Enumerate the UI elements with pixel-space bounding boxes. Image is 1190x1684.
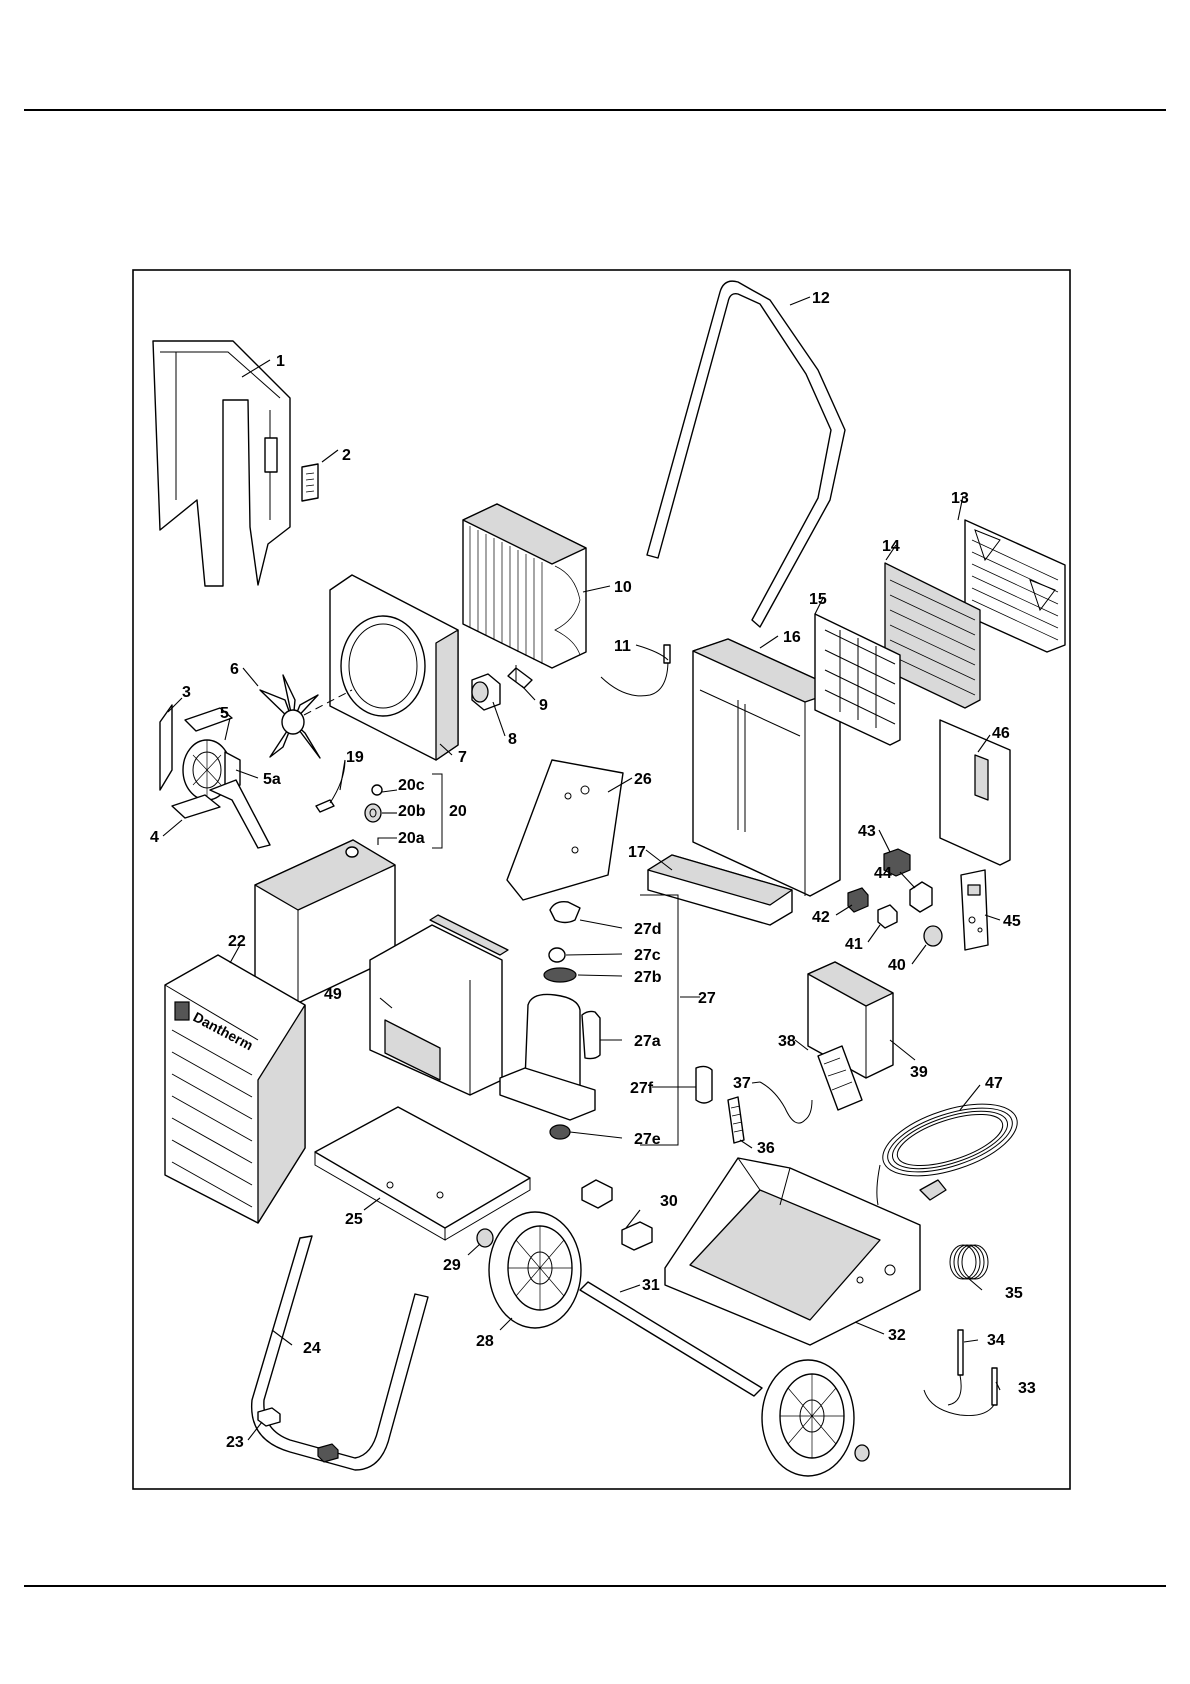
label-40: 40 bbox=[888, 957, 906, 974]
label-27c: 27c bbox=[634, 947, 661, 964]
part-47-power-cable bbox=[874, 1090, 1026, 1205]
part-2-rating-plate bbox=[302, 464, 318, 501]
part-34-sensor bbox=[948, 1330, 963, 1405]
label-16: 16 bbox=[783, 629, 801, 646]
part-45-control-panel bbox=[961, 870, 988, 950]
part-24-lower-handle bbox=[252, 1236, 428, 1470]
part-12-handle bbox=[647, 281, 845, 627]
label-22: 22 bbox=[228, 933, 246, 950]
label-45: 45 bbox=[1003, 913, 1021, 930]
label-25: 25 bbox=[345, 1211, 363, 1228]
label-27e: 27e bbox=[634, 1131, 661, 1148]
label-4: 4 bbox=[150, 829, 159, 846]
part-9-bracket bbox=[508, 665, 532, 688]
label-3: 3 bbox=[182, 684, 191, 701]
label-30: 30 bbox=[660, 1193, 678, 1210]
part-10-evaporator-coil bbox=[463, 504, 586, 668]
part-11-sensor-cable bbox=[601, 645, 670, 696]
part-28-wheel-right bbox=[762, 1360, 869, 1476]
label-41: 41 bbox=[845, 936, 863, 953]
part-28-wheel bbox=[489, 1212, 581, 1328]
label-13: 13 bbox=[951, 490, 969, 507]
label-47: 47 bbox=[985, 1075, 1003, 1092]
label-38: 38 bbox=[778, 1033, 796, 1050]
label-15: 15 bbox=[809, 591, 827, 608]
label-24: 24 bbox=[303, 1340, 321, 1357]
label-46: 46 bbox=[992, 725, 1010, 742]
label-44: 44 bbox=[874, 865, 892, 882]
part-22-front-cover: Dantherm bbox=[165, 955, 305, 1223]
label-27f: 27f bbox=[630, 1080, 654, 1097]
label-31: 31 bbox=[642, 1277, 660, 1294]
label-19: 19 bbox=[346, 749, 364, 766]
part-41-terminal bbox=[878, 905, 897, 928]
label-20c: 20c bbox=[398, 777, 425, 794]
part-37-cable bbox=[760, 1082, 812, 1123]
label-27a: 27a bbox=[634, 1033, 661, 1050]
label-11: 11 bbox=[614, 638, 631, 655]
label-33: 33 bbox=[1018, 1380, 1036, 1397]
label-37: 37 bbox=[733, 1075, 751, 1092]
label-7: 7 bbox=[458, 749, 467, 766]
label-12: 12 bbox=[812, 290, 830, 307]
label-35: 35 bbox=[1005, 1285, 1023, 1302]
label-10: 10 bbox=[614, 579, 632, 596]
part-8-bushing bbox=[472, 674, 500, 710]
part-35-spring bbox=[950, 1245, 988, 1279]
label-27b: 27b bbox=[634, 969, 662, 986]
label-27: 27 bbox=[698, 990, 716, 1007]
label-42: 42 bbox=[812, 909, 830, 926]
label-23: 23 bbox=[226, 1434, 244, 1451]
part-7-fan-shroud bbox=[330, 575, 458, 760]
label-28: 28 bbox=[476, 1333, 494, 1350]
part-32-chassis bbox=[665, 1158, 920, 1345]
label-20b: 20b bbox=[398, 803, 426, 820]
label-5a: 5a bbox=[263, 771, 281, 788]
part-26-partition-plate bbox=[507, 760, 623, 900]
part-27-compressor-assembly bbox=[500, 895, 712, 1145]
label-39: 39 bbox=[910, 1064, 928, 1081]
label-6: 6 bbox=[230, 661, 239, 678]
label-36: 36 bbox=[757, 1140, 775, 1157]
part-42-switch bbox=[848, 888, 868, 912]
label-20a: 20a bbox=[398, 830, 425, 847]
label-9: 9 bbox=[539, 697, 548, 714]
part-30-brackets bbox=[582, 1180, 652, 1250]
label-20: 20 bbox=[449, 803, 467, 820]
label-26: 26 bbox=[634, 771, 652, 788]
label-14: 14 bbox=[882, 538, 900, 555]
label-34: 34 bbox=[987, 1332, 1005, 1349]
label-8: 8 bbox=[508, 731, 517, 748]
label-43: 43 bbox=[858, 823, 876, 840]
label-49: 49 bbox=[324, 986, 342, 1003]
label-2: 2 bbox=[342, 447, 351, 464]
part-1-side-frame bbox=[153, 341, 290, 586]
part-40-pressure-switch bbox=[924, 926, 942, 946]
label-5: 5 bbox=[220, 705, 229, 722]
label-27d: 27d bbox=[634, 921, 662, 938]
part-36-connector-strip bbox=[728, 1097, 744, 1143]
label-29: 29 bbox=[443, 1257, 461, 1274]
label-17: 17 bbox=[628, 844, 646, 861]
label-32: 32 bbox=[888, 1327, 906, 1344]
label-1: 1 bbox=[276, 353, 285, 370]
